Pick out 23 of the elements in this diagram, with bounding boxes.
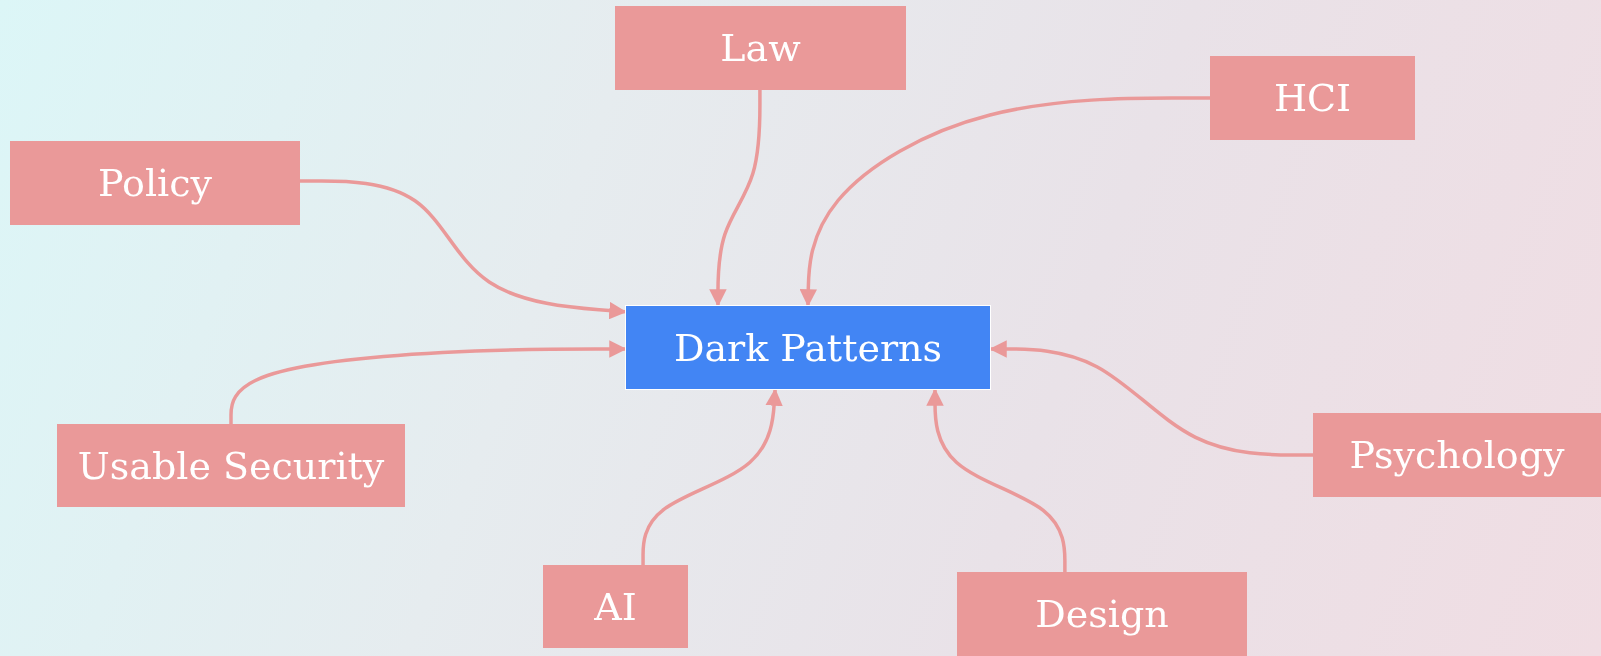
topic-label: AI (594, 584, 637, 629)
topic-label: Dark Patterns (673, 325, 943, 370)
topic-label: Usable Security (77, 443, 385, 488)
topic-box (1313, 413, 1601, 497)
topic-label: Law (720, 26, 801, 70)
topic-box (615, 6, 906, 90)
topic-label: Psychology (1349, 433, 1565, 477)
topic-box (1210, 56, 1415, 140)
topic-box (57, 424, 405, 507)
arrow (229, 340, 627, 424)
topic-label: HCI (1273, 76, 1352, 120)
topic-label: Policy (98, 161, 212, 205)
topic-label: Design (1035, 592, 1169, 636)
topic-box (957, 572, 1247, 656)
arrow (799, 96, 1210, 307)
arrow (989, 340, 1313, 457)
topic-box (543, 565, 688, 648)
central-topic-box (625, 305, 991, 390)
topic-box (10, 141, 300, 225)
arrow (709, 90, 762, 307)
arrow (926, 388, 1067, 572)
arrow (641, 388, 783, 565)
arrow (300, 179, 627, 320)
